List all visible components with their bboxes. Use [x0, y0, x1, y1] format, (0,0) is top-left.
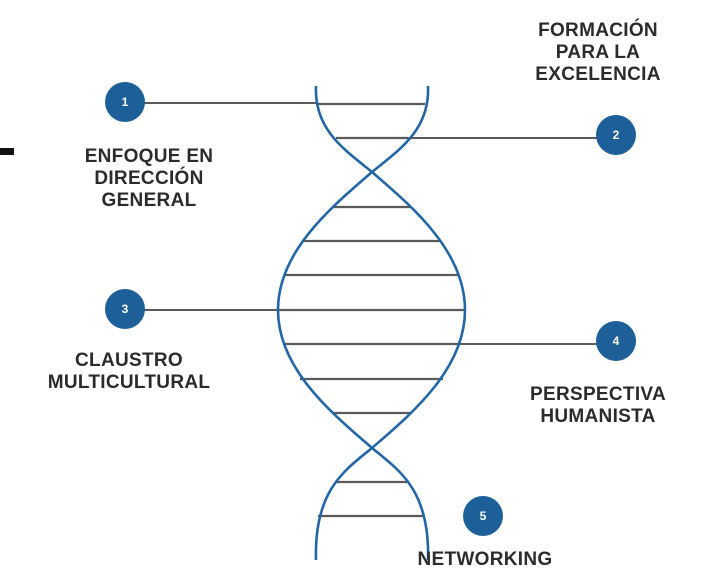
badge-5: 5: [463, 496, 503, 536]
badge-1: 1: [105, 82, 145, 122]
badge-2: 2: [596, 115, 636, 155]
dna-strands: [276, 85, 467, 561]
label-1: ENFOQUE EN DIRECCIÓN GENERAL: [84, 146, 214, 211]
badge-number: 2: [613, 128, 620, 142]
label-3: CLAUSTRO MULTICULTURAL: [47, 350, 211, 393]
badge-number: 1: [122, 95, 129, 109]
label-2: FORMACIÓN PARA LA EXCELENCIA: [535, 20, 661, 85]
badge-circle: [463, 496, 503, 536]
bullet-dash: [0, 148, 14, 155]
dna-strand-b: [276, 85, 430, 561]
badge-4: 4: [596, 321, 636, 361]
label-5: NETWORKING: [417, 549, 553, 570]
connector-lines: [142, 102, 600, 345]
badge-number: 4: [613, 334, 620, 348]
badge-circle: [105, 82, 145, 122]
badge-circle: [596, 115, 636, 155]
badge-number: 5: [480, 509, 487, 523]
badge-3: 3: [105, 289, 145, 329]
badge-circle: [105, 289, 145, 329]
label-4: PERSPECTIVA HUMANISTA: [530, 384, 666, 427]
badge-circle: [596, 321, 636, 361]
badge-number: 3: [122, 302, 129, 316]
dna-strand-a: [314, 85, 467, 561]
dna-rungs: [278, 102, 465, 518]
